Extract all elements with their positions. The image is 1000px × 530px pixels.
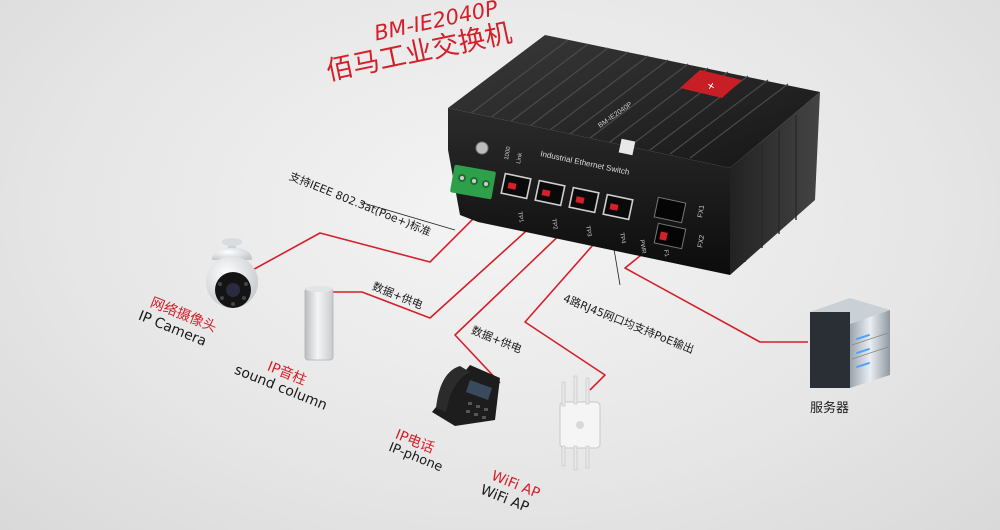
fiber-ports: FX1 FX2 [653,196,706,250]
fiber-label-2: FX2 [697,234,706,248]
phone-cable [454,224,571,384]
port-label-3: TP3 [584,225,592,238]
wifi-cable [524,227,609,391]
ip-camera [206,238,258,308]
camera-cable [237,181,511,279]
brand-stripe [680,70,742,98]
fiber-port-2 [653,222,687,250]
server-label: 服务器 [810,401,850,416]
switch-top [448,35,820,168]
standard-pointer [359,201,456,231]
power-terminal [450,164,496,200]
cable-lines [237,181,808,391]
f1-label: F1 [662,249,669,258]
qr-code [618,138,636,156]
server [810,298,890,388]
fiber-label-1: FX1 [697,204,706,218]
speed-label: 1000 [504,146,512,161]
column-cable [333,213,546,319]
fiber-port-1 [653,196,687,224]
ip-phone [432,365,500,426]
port-label-2: TP2 [550,218,558,231]
rj45-ports [500,172,634,221]
ground-screw [475,141,489,155]
port-label-4: TP4 [618,232,626,245]
pwr-label: PWR [638,239,646,254]
sound-column [304,286,334,361]
switch-side [730,92,820,275]
heatsink-fins [469,39,789,159]
wifi-ap [559,375,601,471]
link-label: Link [516,151,524,164]
brand-logo: ✕ [707,82,716,93]
port-label-1: TP1 [516,211,524,224]
industrial-switch: ✕ Industrial Ethernet Switch BM-IE2040P [448,35,820,275]
